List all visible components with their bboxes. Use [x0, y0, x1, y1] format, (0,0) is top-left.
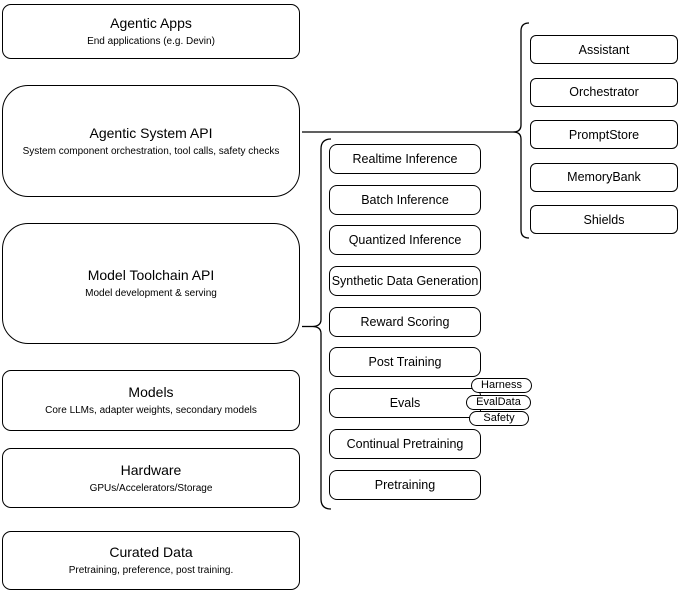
node-promptstore: PromptStore — [530, 120, 678, 149]
node-continual-pretraining: Continual Pretraining — [329, 429, 481, 459]
node-hardware: Hardware GPUs/Accelerators/Storage — [2, 448, 300, 508]
node-title: Model Toolchain API — [87, 267, 215, 283]
tag-harness: Harness — [471, 378, 532, 393]
right-group-bracket — [512, 22, 530, 239]
tag-evaldata: EvalData — [466, 395, 531, 410]
node-model-toolchain-api: Model Toolchain API Model development & … — [2, 223, 300, 344]
node-title: Agentic Apps — [110, 15, 192, 31]
node-post-training: Post Training — [329, 347, 481, 377]
node-subtitle: Core LLMs, adapter weights, secondary mo… — [45, 405, 257, 416]
node-label: Reward Scoring — [360, 314, 450, 329]
node-quantized-inference: Quantized Inference — [329, 225, 481, 255]
middle-group-bracket — [311, 138, 332, 510]
node-label: Post Training — [368, 355, 442, 369]
node-batch-inference: Batch Inference — [329, 184, 481, 215]
node-subtitle: GPUs/Accelerators/Storage — [89, 482, 213, 494]
tag-safety: Safety — [469, 410, 529, 426]
node-label: Shields — [583, 212, 625, 227]
node-label: Assistant — [578, 42, 630, 57]
node-label: Synthetic Data Generation — [331, 274, 479, 288]
node-assistant: Assistant — [530, 35, 678, 64]
node-label: Batch Inference — [361, 192, 449, 207]
node-label: Continual Pretraining — [346, 437, 464, 451]
node-label: Pretraining — [374, 477, 436, 492]
node-memorybank: MemoryBank — [530, 162, 678, 192]
node-evals: Evals — [329, 388, 481, 418]
node-label: Evals — [389, 396, 421, 410]
node-agentic-system-api: Agentic System API System component orch… — [2, 85, 300, 197]
node-title: Models — [128, 384, 174, 400]
node-reward-scoring: Reward Scoring — [329, 306, 481, 337]
node-title: Agentic System API — [89, 124, 213, 141]
node-label: PromptStore — [568, 127, 640, 142]
node-subtitle: System component orchestration, tool cal… — [22, 145, 280, 157]
node-title: Curated Data — [109, 544, 193, 560]
node-synthetic-data-generation: Synthetic Data Generation — [329, 266, 481, 296]
node-label: MemoryBank — [567, 170, 641, 184]
node-subtitle: Model development & serving — [85, 288, 217, 299]
node-agentic-apps: Agentic Apps End applications (e.g. Devi… — [2, 4, 300, 59]
node-label: Realtime Inference — [352, 151, 458, 166]
node-subtitle: Pretraining, preference, post training. — [68, 565, 234, 576]
node-orchestrator: Orchestrator — [530, 77, 678, 107]
node-pretraining: Pretraining — [329, 469, 481, 500]
node-title: Hardware — [120, 461, 182, 478]
node-realtime-inference: Realtime Inference — [329, 143, 481, 174]
node-label: Orchestrator — [569, 85, 639, 99]
node-subtitle: End applications (e.g. Devin) — [87, 36, 215, 47]
node-models: Models Core LLMs, adapter weights, secon… — [2, 370, 300, 431]
node-curated-data: Curated Data Pretraining, preference, po… — [2, 531, 300, 590]
node-label: Quantized Inference — [348, 233, 462, 247]
node-shields: Shields — [530, 205, 678, 234]
